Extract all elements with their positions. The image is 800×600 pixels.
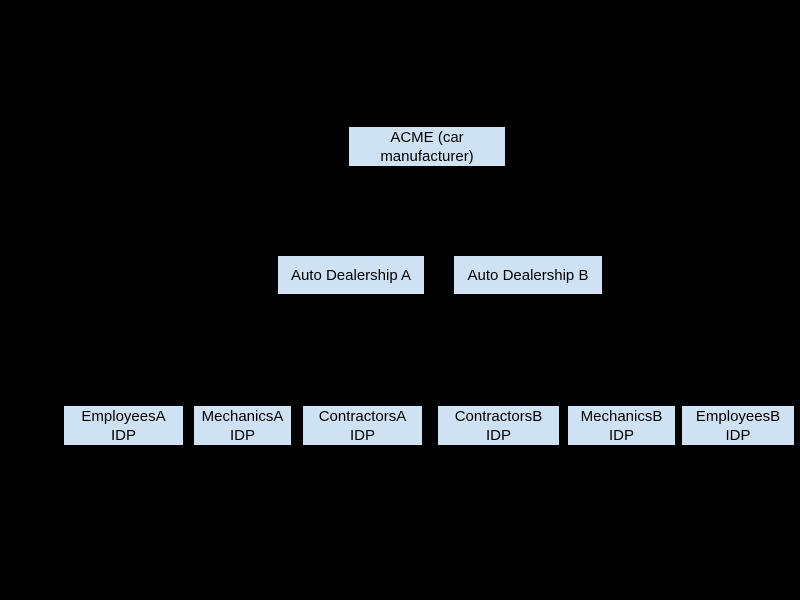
node-label: EmployeesA IDP	[81, 407, 166, 444]
node-label: ACME (car manufacturer)	[380, 128, 474, 165]
node-employeesa-idp: EmployeesA IDP	[63, 405, 184, 446]
node-label: MechanicsA IDP	[201, 407, 284, 444]
node-label: Auto Dealership A	[290, 266, 412, 284]
node-acme-car-manufacturer: ACME (car manufacturer)	[348, 126, 506, 167]
node-employeesb-idp: EmployeesB IDP	[681, 405, 795, 446]
node-auto-dealership-b: Auto Dealership B	[453, 255, 603, 295]
node-contractorsb-idp: ContractorsB IDP	[437, 405, 560, 446]
node-label: ContractorsA IDP	[318, 407, 407, 444]
node-label: Auto Dealership B	[467, 266, 589, 284]
node-contractorsa-idp: ContractorsA IDP	[302, 405, 423, 446]
node-label: EmployeesB IDP	[695, 407, 781, 444]
node-label: MechanicsB IDP	[580, 407, 663, 444]
node-label: ContractorsB IDP	[454, 407, 543, 444]
node-mechanicsb-idp: MechanicsB IDP	[567, 405, 676, 446]
node-auto-dealership-a: Auto Dealership A	[277, 255, 425, 295]
node-mechanicsa-idp: MechanicsA IDP	[193, 405, 292, 446]
